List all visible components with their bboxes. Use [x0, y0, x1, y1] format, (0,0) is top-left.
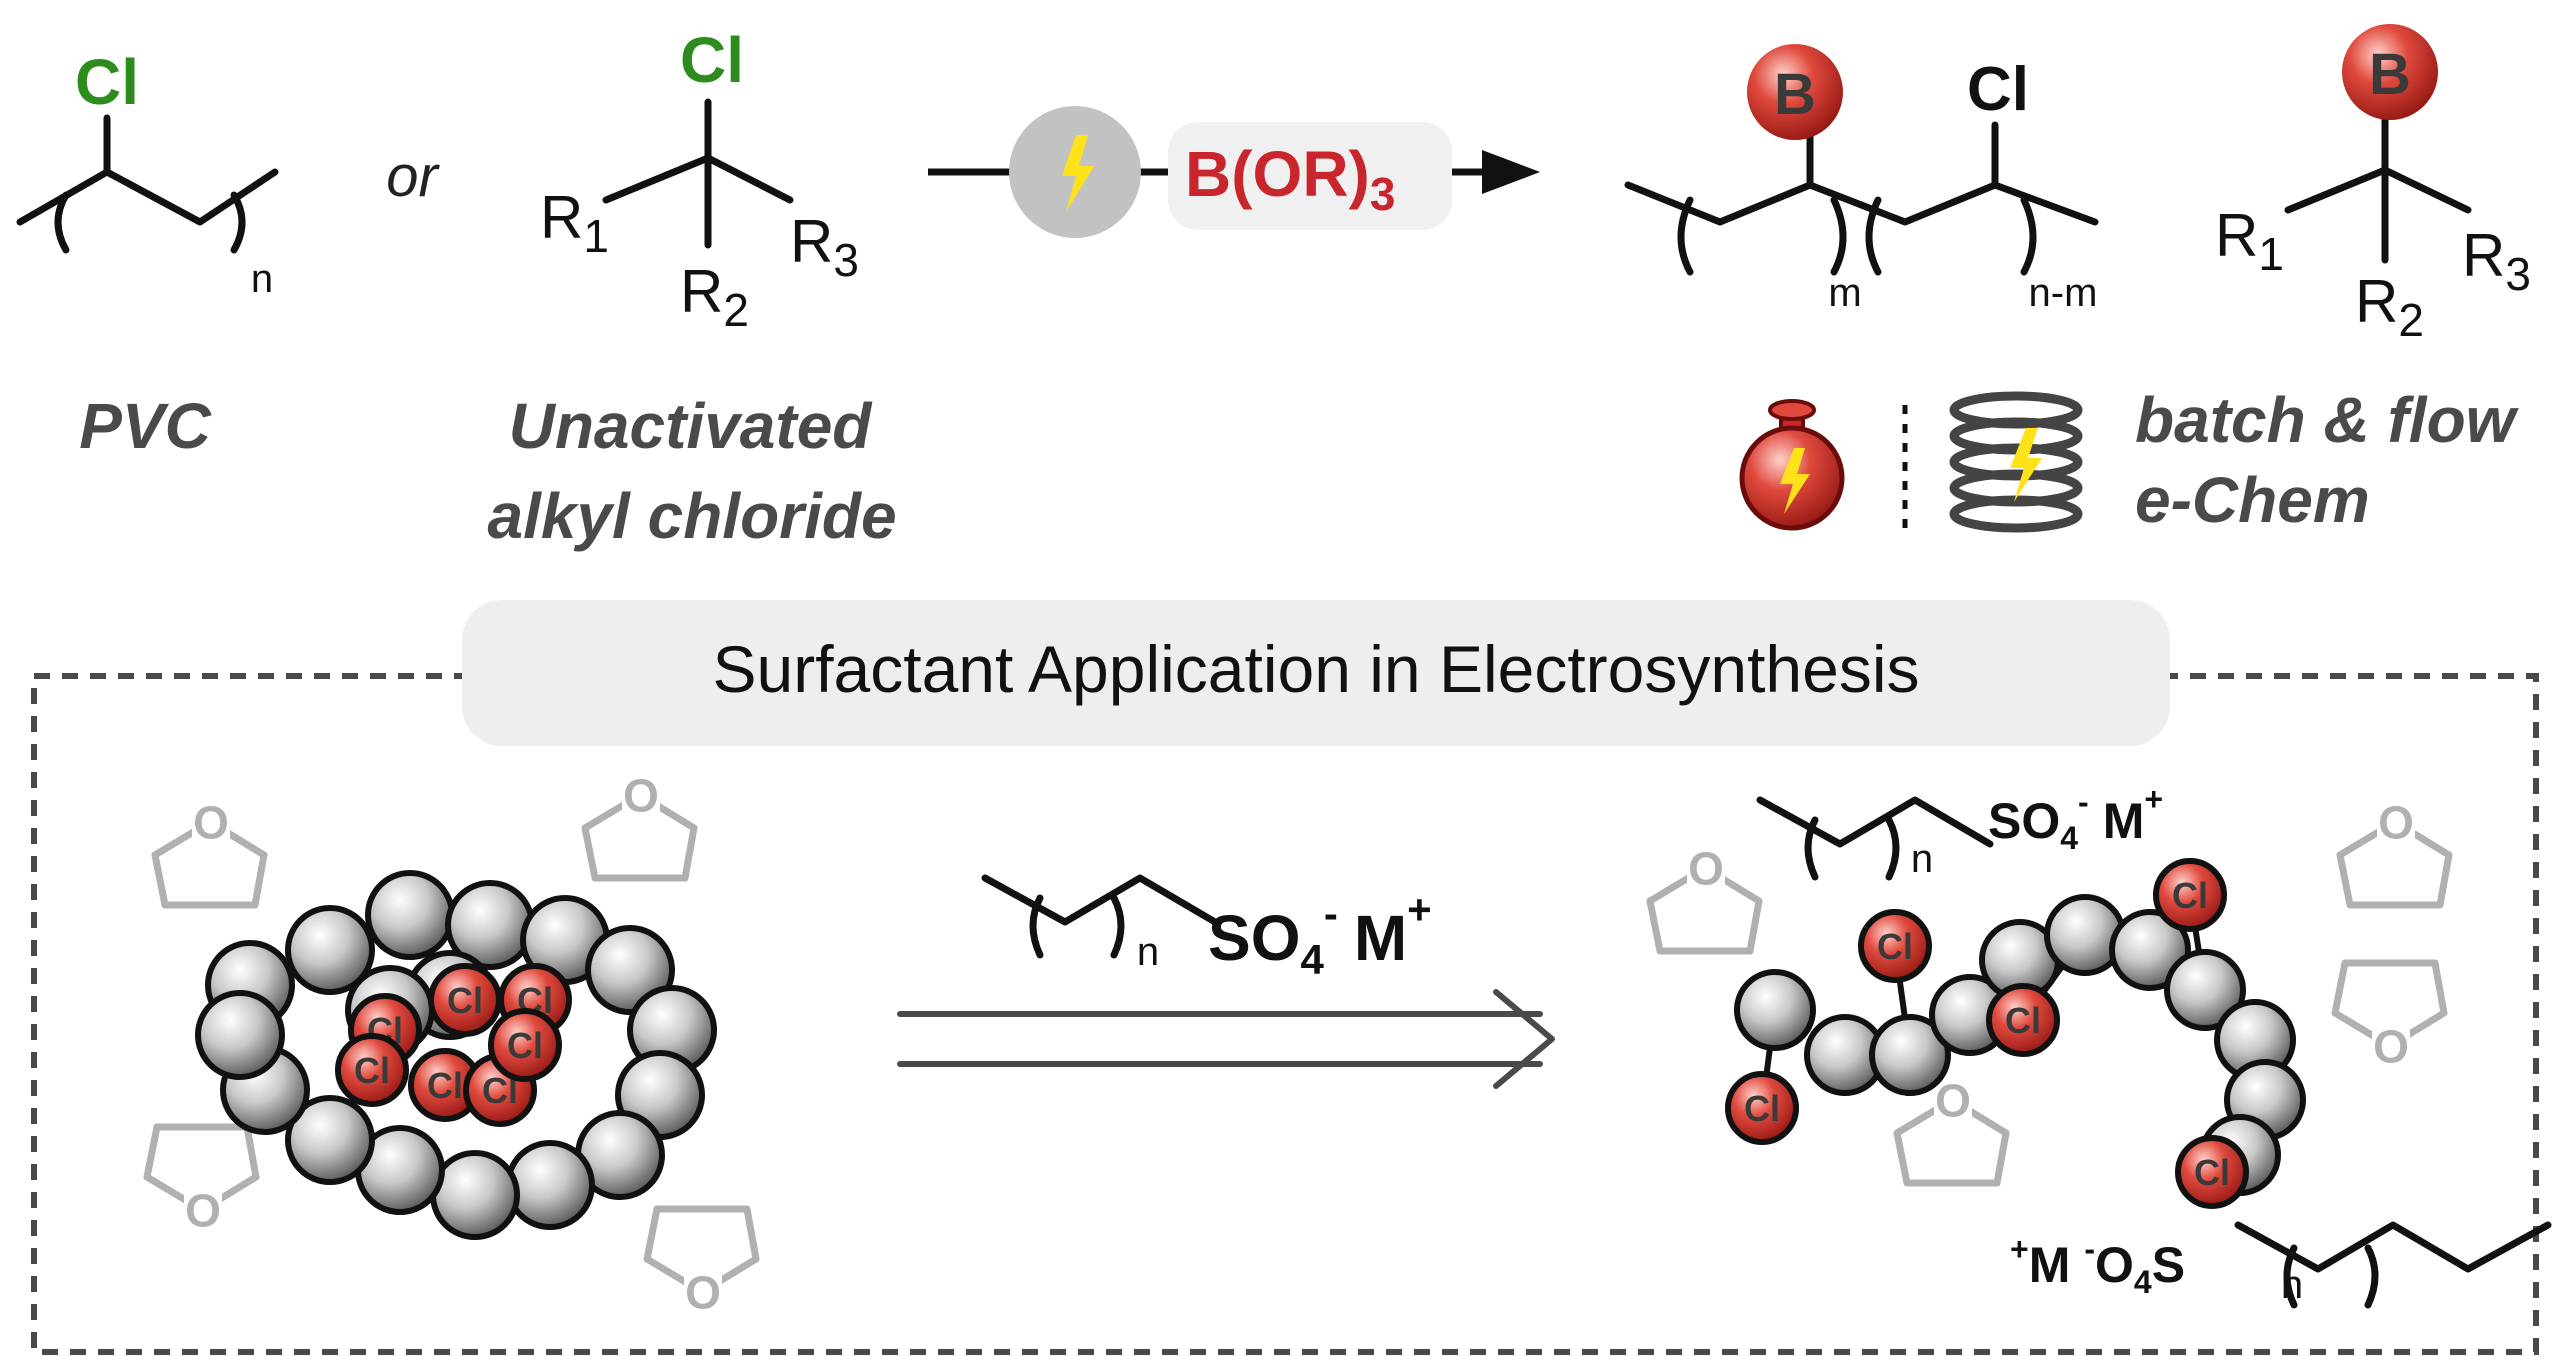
polymer-bead: [195, 990, 285, 1080]
chlorine-bead-label: Cl: [2005, 1000, 2041, 1041]
transformation-arrow: [897, 989, 1555, 1089]
polymer-cl-atom: Cl: [1967, 55, 2029, 124]
polymer-bead: [285, 1095, 375, 1185]
oxygen-atom-label: O: [1935, 1075, 1971, 1127]
alkyl-chloride-structure: [602, 98, 794, 249]
surfactant-top-headgroup: SO4-M+: [1988, 781, 2163, 856]
solvent-oxygen-labels: O O O O O O O O: [185, 770, 2414, 1319]
polymer-bead: [505, 1140, 595, 1230]
chlorine-bead-label: Cl: [447, 980, 483, 1021]
chlorine-bead-label: Cl: [507, 1025, 543, 1066]
chlorine-bead: [1725, 1071, 1799, 1145]
oxygen-atom-label: O: [623, 770, 659, 822]
modes-line2: e-Chem: [2135, 464, 2370, 536]
reaction-scheme: Cl n PVC or Cl R1 R3 R2 Unactivated alky…: [16, 24, 2531, 552]
polymer-bead: [1734, 969, 1816, 1051]
product-alkyl-structure: [2284, 106, 2472, 264]
surfactant-headgroup: SO4-M+: [1208, 886, 1432, 983]
modes-line1: batch & flow: [2135, 384, 2520, 456]
chlorine-bead: [488, 1008, 562, 1082]
pvc-structure: [16, 114, 279, 254]
oxygen-atom-label: O: [685, 1267, 721, 1319]
reagent-box: [1168, 122, 1452, 230]
or-connector: or: [386, 144, 440, 209]
chlorine-bead: [1858, 909, 1932, 983]
reagent-label: B(OR)3: [1185, 138, 1395, 220]
surfactant-repeat-n: n: [1137, 930, 1159, 974]
product-r2-label: R2: [2355, 268, 2424, 346]
polymer-bead: [365, 870, 455, 960]
chlorine-bead: [1986, 983, 2060, 1057]
solvent-molecules: [143, 791, 2453, 1296]
alkyl-cl-atom: Cl: [680, 24, 744, 96]
surfactant-bottom-headgroup: +M-O4S: [2010, 1231, 2185, 1300]
flow-coil-icon: [1949, 391, 2083, 533]
pvc-cl-atom: Cl: [75, 46, 139, 118]
product-r3-label: R3: [2462, 222, 2531, 300]
polymer-b-atom: B: [1774, 62, 1816, 127]
polymer-bead: [285, 905, 375, 995]
alkyl-b-atom: B: [2369, 42, 2411, 107]
coil-lightning-icon: [2010, 428, 2042, 502]
panel-title-box: [462, 600, 2170, 746]
batch-flask-icon: [1739, 399, 1845, 531]
reaction-arrow: [928, 106, 1540, 238]
boron-bead: [1747, 44, 1843, 140]
dashed-panel-border: [31, 673, 2539, 1355]
chlorine-bead-label: Cl: [1744, 1088, 1780, 1129]
chlorine-bead: [335, 1033, 409, 1107]
oxygen-atom-label: O: [2378, 797, 2414, 849]
surfactant-panel: Surfactant Application in Electrosynthes…: [31, 600, 2552, 1355]
surfactant-structure-bottom: [2234, 1221, 2552, 1309]
chlorine-bead-label: Cl: [2172, 875, 2208, 916]
chlorine-bead-label: Cl: [427, 1065, 463, 1106]
surfactant-top-repeat-n: n: [1911, 837, 1933, 881]
surfactant-structure-middle: [981, 874, 1219, 959]
polymer-bead: [430, 1150, 520, 1240]
chlorine-bead-label: Cl: [2194, 1152, 2230, 1193]
lightning-bolt-icon: [1062, 135, 1094, 212]
alkyl-r2-label: R2: [680, 258, 749, 336]
boron-bead-alkyl: [2342, 24, 2438, 120]
alkyl-label-line2: alkyl chloride: [487, 480, 896, 552]
alkyl-r3-label: R3: [790, 208, 859, 286]
surfactant-structure-top: [1756, 796, 1994, 881]
polymer-repeat-nm: n-m: [2029, 271, 2098, 315]
chlorine-bead-label: Cl: [1877, 926, 1913, 967]
alkyl-r1-label: R1: [540, 184, 609, 262]
alkyl-label-line1: Unactivated: [509, 390, 874, 462]
oxygen-atom-label: O: [1688, 843, 1724, 895]
panel-title: Surfactant Application in Electrosynthes…: [713, 632, 1920, 706]
pvc-label: PVC: [79, 390, 211, 462]
surfactant-bottom-repeat-n: n: [2281, 1263, 2303, 1307]
polymer-repeat-m: m: [1828, 271, 1861, 315]
polymer-bead: [2109, 909, 2191, 991]
chlorine-bead-label: Cl: [354, 1050, 390, 1091]
chlorine-bead: [2175, 1135, 2249, 1209]
oxygen-atom-label: O: [185, 1185, 221, 1237]
chlorine-bead: [2153, 858, 2227, 932]
oxygen-atom-label: O: [2373, 1021, 2409, 1073]
product-r1-label: R1: [2215, 202, 2284, 280]
polymer-bead: [2164, 949, 2246, 1031]
polymer-bead: [1869, 1014, 1951, 1096]
product-polymer-structure: [1624, 121, 2099, 276]
oxygen-atom-label: O: [193, 797, 229, 849]
pvc-repeat-n: n: [251, 257, 273, 301]
